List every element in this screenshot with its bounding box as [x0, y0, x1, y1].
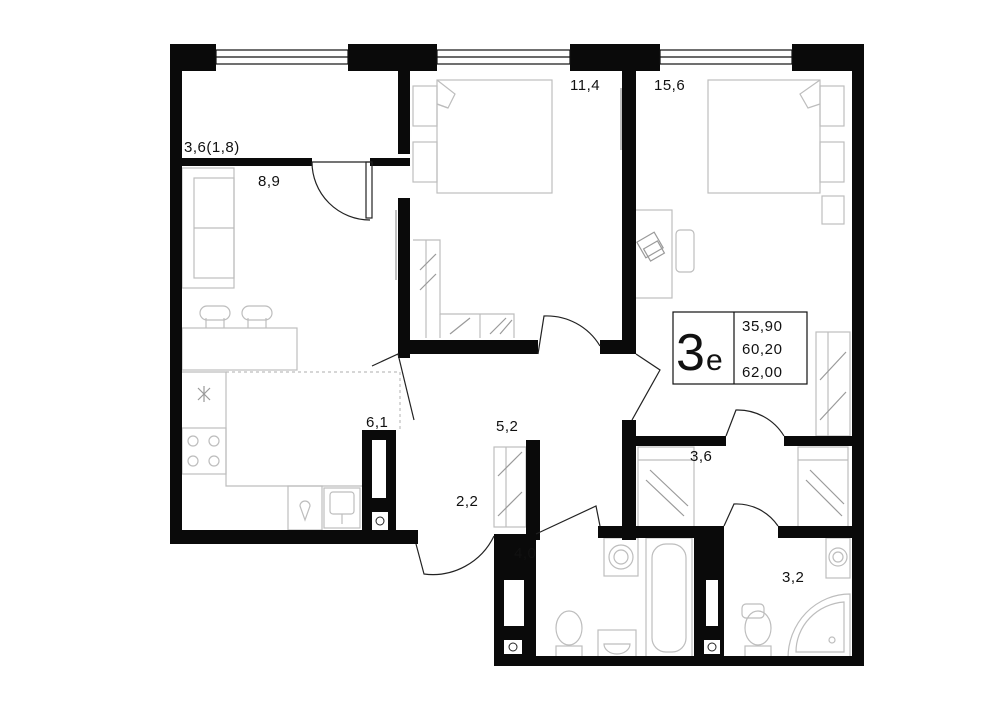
living-area-value: 35,90 [742, 318, 783, 335]
walk-in-shelves [637, 446, 849, 528]
wardrobe-2 [815, 331, 851, 437]
shafts [372, 440, 720, 654]
apartment-info-box: 3 е 35,90 60,20 62,00 [672, 311, 808, 385]
room-area-balcony: 3,6(1,8) [184, 139, 240, 156]
hall-wardrobe [493, 446, 527, 528]
toilet-icon [555, 610, 583, 659]
total-area-value: 60,20 [742, 341, 783, 358]
room-area-shower-room: 3,2 [782, 569, 804, 586]
bathroom-fixtures [555, 537, 693, 659]
room-area-hall: 5,2 [496, 418, 518, 435]
furniture [181, 79, 851, 659]
apartment-type-suffix: е [706, 344, 723, 377]
wardrobe-1 [413, 239, 515, 338]
vent-icons [375, 516, 717, 652]
bed-2 [707, 79, 845, 225]
room-area-bedroom-2: 15,6 [654, 77, 685, 94]
stove-icon [181, 427, 227, 475]
desk [631, 209, 695, 299]
room-area-closet-left: 6,1 [366, 414, 388, 431]
sofa [181, 167, 235, 289]
room-area-bathroom: 4,0 [514, 545, 536, 562]
bar-counter [181, 305, 298, 371]
room-area-wardrobe: 3,6 [690, 448, 712, 465]
bed-1 [412, 79, 553, 194]
shower-fixtures [741, 537, 851, 659]
fridge-icon [197, 386, 211, 402]
windows [215, 49, 793, 65]
room-labels: 3,6(1,8) 8,9 11,4 15,6 6,1 5,2 2,2 3,6 4… [184, 77, 804, 586]
apartment-type-code: 3 [676, 324, 705, 382]
total-area-with-balcony-value: 62,00 [742, 364, 783, 381]
walls [170, 44, 864, 666]
room-area-bedroom-1: 11,4 [570, 77, 600, 94]
room-area-kitchen-living: 8,9 [258, 173, 280, 190]
doors [311, 161, 785, 576]
room-area-corridor: 2,2 [456, 493, 478, 510]
laptop-icon [636, 231, 666, 262]
